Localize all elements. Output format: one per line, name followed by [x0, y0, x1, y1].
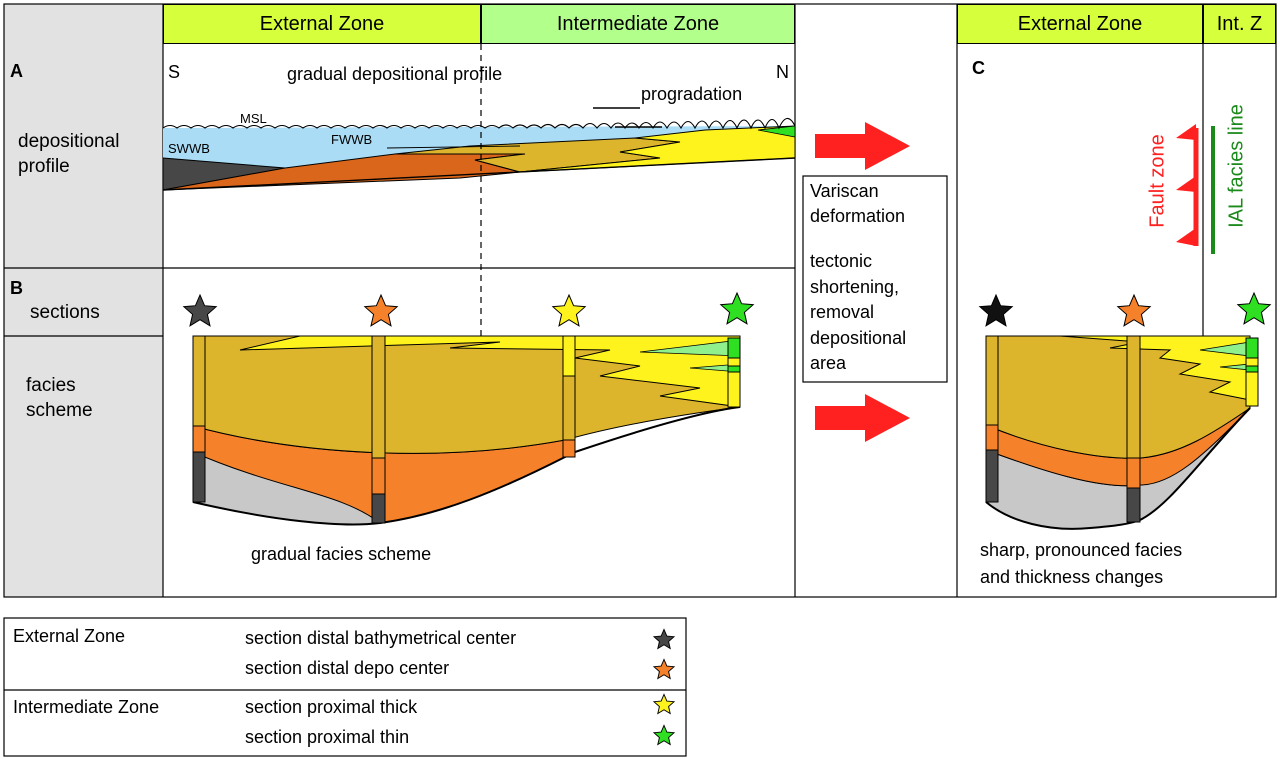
fault-zone-label: Fault zone — [1146, 134, 1169, 228]
middle-text-3: tectonic — [810, 251, 873, 271]
facies-caption-c-line2: and thickness changes — [980, 567, 1164, 587]
middle-text-2: deformation — [810, 206, 906, 226]
profile-base-line — [162, 157, 796, 191]
facies-scheme-b — [183, 292, 754, 526]
panel-letter-b: B — [10, 278, 23, 298]
legend-item-distal-bathymetrical: section distal bathymetrical center — [245, 628, 517, 648]
msl-label: MSL — [240, 111, 267, 126]
middle-text-1: Variscan — [810, 181, 879, 201]
facies-base-line — [985, 407, 1251, 530]
profile-title: gradual depositional profile — [287, 64, 503, 84]
header-external-zone-a: External Zone — [163, 4, 481, 44]
deformation-textbox — [802, 175, 948, 383]
middle-text-7: area — [810, 353, 847, 373]
star-orange-icon — [1117, 294, 1151, 327]
swwb-label: SWWB — [168, 141, 210, 156]
middle-text-6: depositional — [810, 328, 907, 348]
panel-letter-c: C — [972, 58, 985, 78]
legend-item-proximal-thick: section proximal thick — [245, 697, 418, 717]
section-green — [727, 337, 741, 408]
arrow-right-icon — [815, 122, 910, 170]
header-label: Int. Z — [1216, 12, 1263, 35]
row-label-scheme: scheme — [26, 400, 93, 421]
facies-caption-c-line1: sharp, pronounced facies — [980, 540, 1183, 560]
facies-caption-b: gradual facies scheme — [251, 544, 432, 564]
legend-frame — [3, 617, 687, 757]
legend-item-distal-depo: section distal depo center — [245, 658, 450, 678]
header-label: Intermediate Zone — [556, 12, 720, 35]
fwwb-line — [386, 145, 521, 149]
header-external-zone-c: External Zone — [957, 4, 1203, 44]
star-dark-icon — [183, 294, 217, 327]
facies-base-line — [192, 406, 741, 526]
north-label: N — [776, 62, 789, 82]
header-int-z: Int. Z — [1203, 4, 1276, 44]
section-yellow — [562, 335, 576, 458]
green-facies — [757, 125, 796, 138]
star-green-icon — [720, 292, 754, 325]
fwwb-label: FWWB — [331, 132, 373, 147]
row-label-panel — [4, 4, 163, 597]
header-intermediate-zone: Intermediate Zone — [481, 4, 795, 44]
middle-text-4: shortening, — [810, 277, 900, 297]
depositional-profile — [162, 44, 796, 336]
row-label-depositional: depositional — [18, 131, 120, 152]
row-label-sections: sections — [30, 302, 100, 323]
legend-item-proximal-thin: section proximal thin — [245, 727, 410, 747]
section-orange — [371, 335, 386, 524]
arrow-right-icon — [815, 394, 910, 442]
facies-scheme-c — [979, 124, 1271, 530]
star-orange-icon — [364, 294, 398, 327]
legend-group-external: External Zone — [13, 626, 126, 646]
fault-zone-icon — [1176, 124, 1199, 246]
progradation-label: progradation — [641, 84, 743, 104]
section-orange — [1126, 335, 1141, 523]
south-label: S — [168, 62, 181, 82]
ochre-layer — [192, 335, 741, 454]
msl-wave-line — [162, 117, 796, 130]
row-label-profile: profile — [18, 156, 70, 177]
middle-text-5: removal — [810, 302, 875, 322]
star-yellow-icon — [552, 294, 586, 327]
section-dark — [985, 335, 999, 503]
panel-letter-a: A — [10, 61, 23, 81]
header-label: External Zone — [259, 12, 385, 35]
legend-group-intermediate: Intermediate Zone — [13, 697, 160, 717]
star-green-icon — [1237, 292, 1271, 325]
section-green — [1245, 337, 1259, 407]
yellow-tongues — [239, 335, 741, 408]
row-label-facies: facies — [26, 375, 76, 396]
star-black-icon — [979, 294, 1013, 327]
section-dark — [192, 335, 206, 503]
header-label: External Zone — [1017, 12, 1143, 35]
ial-facies-line-label: IAL facies line — [1225, 104, 1248, 228]
